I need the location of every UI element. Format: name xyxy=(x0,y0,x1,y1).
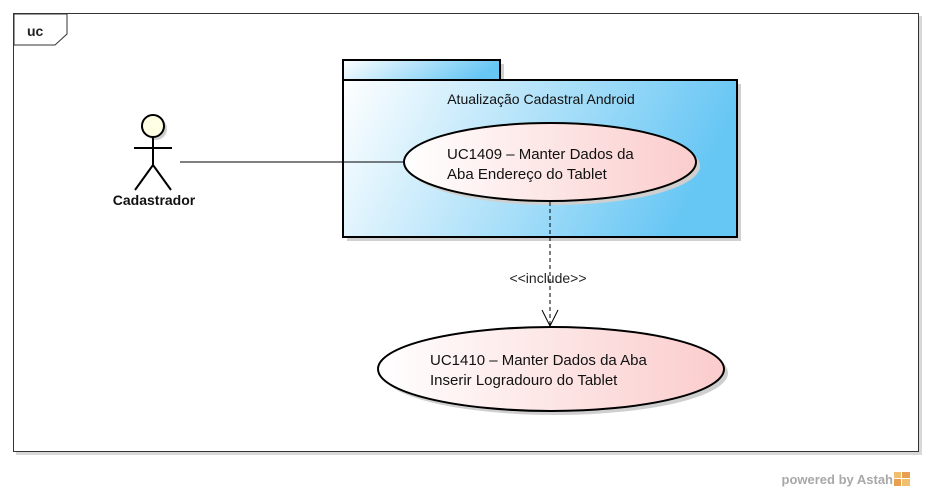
include-arrowhead xyxy=(541,309,559,328)
actor-name: Cadastrador xyxy=(113,192,196,208)
use-case-uc1410-line2: Inserir Logradouro do Tablet xyxy=(430,372,618,389)
actor-right-leg xyxy=(152,164,172,191)
powered-by-label: powered by Astah xyxy=(781,472,893,487)
actor-left-leg xyxy=(134,164,154,191)
include-dependency[interactable]: <<include>> xyxy=(509,202,587,328)
use-case-uc1409-line2: Aba Endereço do Tablet xyxy=(447,166,608,183)
powered-by-astah[interactable]: powered by Astah xyxy=(782,472,910,487)
package-tab xyxy=(342,59,501,81)
package-name: Atualização Cadastral Android xyxy=(447,91,635,107)
actor-cadastrador[interactable]: Cadastrador xyxy=(113,114,196,208)
use-case-uc1410[interactable]: UC1410 – Manter Dados da Aba Inserir Log… xyxy=(377,326,728,415)
use-case-uc1409-line1: UC1409 – Manter Dados da xyxy=(447,146,634,163)
use-case-uc1410-line1: UC1410 – Manter Dados da Aba xyxy=(430,352,647,369)
use-case-uc1409[interactable]: UC1409 – Manter Dados da Aba Endereço do… xyxy=(403,122,700,205)
astah-logo-icon xyxy=(894,472,910,486)
include-label: <<include>> xyxy=(509,270,586,286)
actor-head xyxy=(141,114,165,138)
frame-tag-shape xyxy=(14,14,68,46)
frame-tag-label: uc xyxy=(27,23,44,39)
